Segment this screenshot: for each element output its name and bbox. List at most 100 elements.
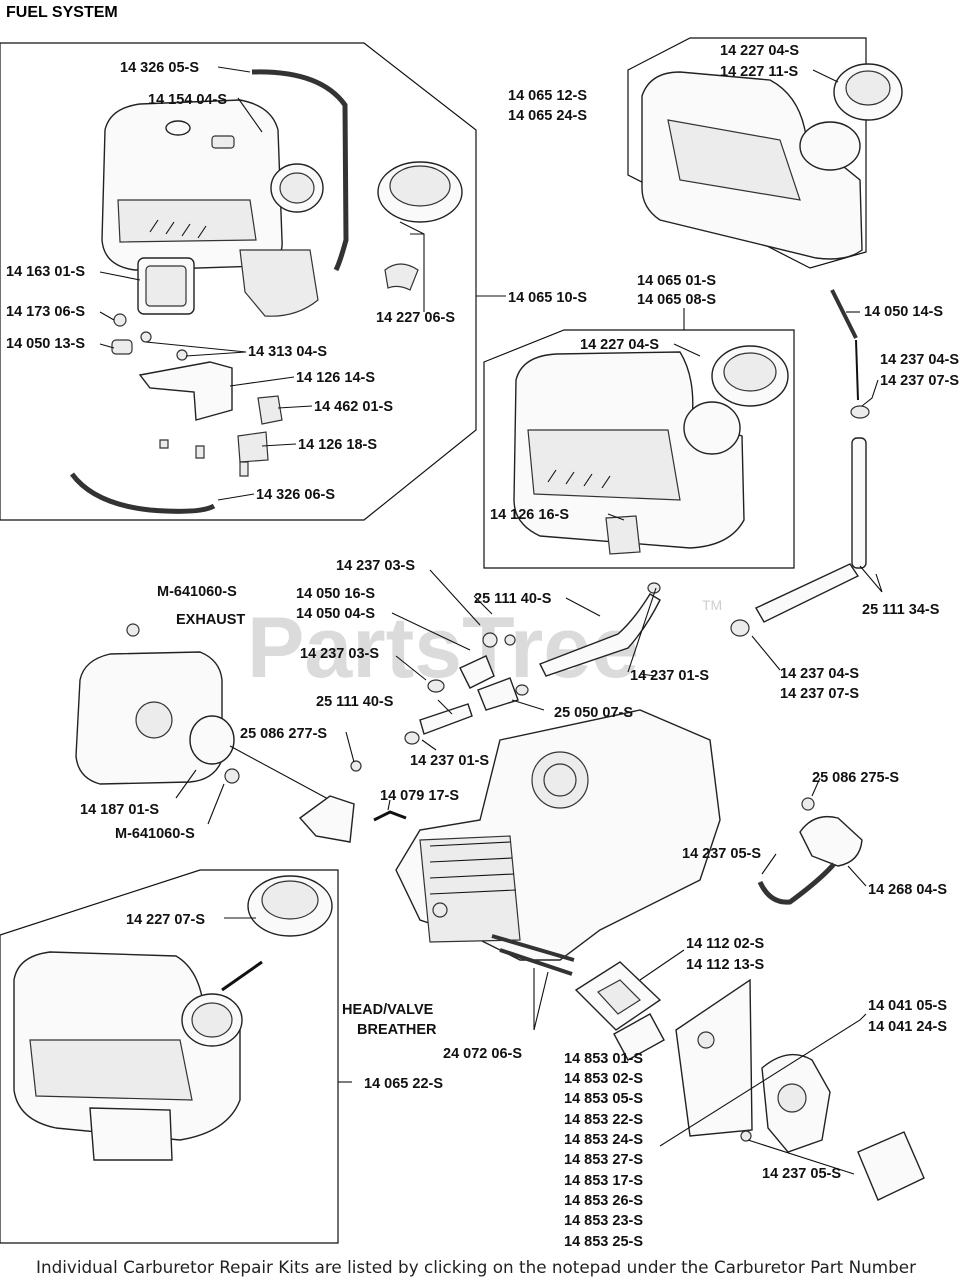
shutoff-stem-drawing	[855, 339, 859, 401]
label-exhaust: EXHAUST	[176, 612, 245, 628]
grommet-drawing	[113, 313, 127, 327]
label-fuel-line-top: 14 326 05-S	[120, 60, 199, 76]
label-hose-filter: 25 111 40-S	[474, 591, 552, 607]
fuel-filter-hose-drawing	[404, 563, 860, 745]
retainer-drawing-b	[176, 349, 188, 361]
label-pump-bracket: 14 187 01-S	[80, 802, 159, 818]
label-tank-assembly: 14 065 10-S	[508, 290, 587, 306]
carb-part-5: 14 853 24-S	[564, 1132, 643, 1148]
label-filter-a: 14 050 16-S	[296, 586, 375, 602]
carb-part-1: 14 853 01-S	[564, 1051, 643, 1067]
top-right-tank-drawing	[641, 63, 903, 260]
label-bracket-mid: 14 126 16-S	[490, 507, 569, 523]
label-filter-b: 14 050 04-S	[296, 606, 375, 622]
label-shutoff: 14 050 14-S	[864, 304, 943, 320]
retainer-drawing-a	[140, 331, 152, 343]
middle-tank-drawing	[513, 345, 789, 555]
carb-part-7: 14 853 17-S	[564, 1173, 643, 1189]
carb-part-8: 14 853 26-S	[564, 1193, 643, 1209]
label-tank-bottom: 14 065 22-S	[364, 1076, 443, 1092]
middle-tank-box	[483, 329, 795, 569]
label-clip-b: 14 462 01-S	[314, 399, 393, 415]
footer-note: Individual Carburetor Repair Kits are li…	[36, 1258, 916, 1278]
label-nut-a: M-641060-S	[157, 584, 237, 600]
label-cap-bottom: 14 227 07-S	[126, 912, 205, 928]
label-fuel-line-bottom: 14 326 06-S	[256, 487, 335, 503]
label-gasket-b: 14 112 13-S	[686, 957, 765, 973]
label-screw-b: 25 086 275-S	[812, 770, 899, 786]
clip-b-drawing	[257, 395, 283, 425]
label-retainer: 14 313 04-S	[248, 344, 327, 360]
label-screw-a: 25 086 277-S	[240, 726, 327, 742]
stud-drawing	[491, 934, 575, 976]
left-cap-drawing	[377, 161, 463, 291]
label-cap-b: 14 227 11-S	[720, 64, 799, 80]
label-clamp-carb: 14 237 05-S	[762, 1166, 841, 1182]
clamp-right-drawing	[850, 405, 870, 419]
label-grommet: 14 173 06-S	[6, 304, 85, 320]
label-clamp-pump: 14 237 05-S	[682, 846, 761, 862]
label-clamp-right2-b: 14 237 07-S	[780, 686, 859, 702]
label-carb-b: 14 041 24-S	[868, 1019, 947, 1035]
label-tank-kit-b: 14 065 24-S	[508, 108, 587, 124]
carb-part-4: 14 853 22-S	[564, 1112, 643, 1128]
leader-lines	[99, 66, 883, 1175]
exhaust-muffler-drawing	[75, 623, 223, 785]
label-hose-filter-low: 25 111 40-S	[316, 694, 394, 710]
label-clamp-right2-a: 14 237 04-S	[780, 666, 859, 682]
label-head-valve-2: BREATHER	[357, 1022, 437, 1038]
fuel-line-top-drawing	[251, 69, 349, 272]
gasket-drawing	[574, 961, 753, 1137]
label-fuel-pump: 14 268 04-S	[868, 882, 947, 898]
label-stud: 24 072 06-S	[443, 1046, 522, 1062]
label-cap-mid: 14 227 04-S	[580, 337, 659, 353]
top-right-tank-box	[627, 37, 867, 269]
screws-drawing	[159, 439, 249, 477]
hose-right-drawing	[851, 437, 867, 569]
filter-canister-drawing	[137, 257, 195, 315]
label-hose-right: 25 111 34-S	[862, 602, 940, 618]
label-bracket-a: 14 126 14-S	[296, 370, 375, 386]
carb-part-10: 14 853 25-S	[564, 1234, 643, 1250]
bottom-tank-box	[0, 869, 339, 1244]
pump-bracket-drawing	[189, 715, 362, 843]
bracket-a-drawing	[138, 361, 233, 421]
carb-part-6: 14 853 27-S	[564, 1152, 643, 1168]
label-clamp-filter-right: 14 237 01-S	[630, 668, 709, 684]
label-bracket-b: 14 126 18-S	[298, 437, 377, 453]
label-filter-canister: 14 163 01-S	[6, 264, 85, 280]
label-head-valve-1: HEAD/VALVE	[342, 1002, 434, 1018]
label-tank-mid-b: 14 065 08-S	[637, 292, 716, 308]
label-link: 14 079 17-S	[380, 788, 459, 804]
label-clamp-filter-top: 14 237 03-S	[336, 558, 415, 574]
label-tank-kit-a: 14 065 12-S	[508, 88, 587, 104]
watermark-tm: TM	[702, 597, 722, 613]
label-tank-mid-a: 14 065 01-S	[637, 273, 716, 289]
bottom-tank-drawing	[13, 875, 333, 1161]
left-fuel-tank-drawing	[101, 99, 324, 317]
fuel-pump-drawing	[757, 797, 863, 905]
link-drawing	[373, 810, 407, 822]
bracket-b-drawing	[237, 431, 269, 463]
label-clamp-filter-mid: 14 237 03-S	[300, 646, 379, 662]
label-fuel-filter: 25 050 07-S	[554, 705, 633, 721]
fuel-line-bottom-drawing	[69, 472, 216, 514]
engine-block-drawing	[395, 709, 721, 961]
label-cap-left: 14 227 06-S	[376, 310, 455, 326]
label-clamp-right-b: 14 237 07-S	[880, 373, 959, 389]
label-cap-a: 14 227 04-S	[720, 43, 799, 59]
carburetor-drawing	[740, 1053, 925, 1201]
part-labels: 14 326 05-S 14 154 04-S 14 065 12-S 14 0…	[6, 43, 959, 1250]
carb-part-2: 14 853 02-S	[564, 1071, 643, 1087]
label-clamp-right-a: 14 237 04-S	[880, 352, 959, 368]
label-clamp-low: 14 237 01-S	[410, 753, 489, 769]
label-carb-a: 14 041 05-S	[868, 998, 947, 1014]
label-nut-b: M-641060-S	[115, 826, 195, 842]
label-gasket-a: 14 112 02-S	[686, 936, 765, 952]
page-title: FUEL SYSTEM	[6, 4, 118, 21]
label-clip-top: 14 154 04-S	[148, 92, 227, 108]
left-tank-box	[0, 42, 477, 521]
shutoff-drawing	[830, 289, 858, 339]
